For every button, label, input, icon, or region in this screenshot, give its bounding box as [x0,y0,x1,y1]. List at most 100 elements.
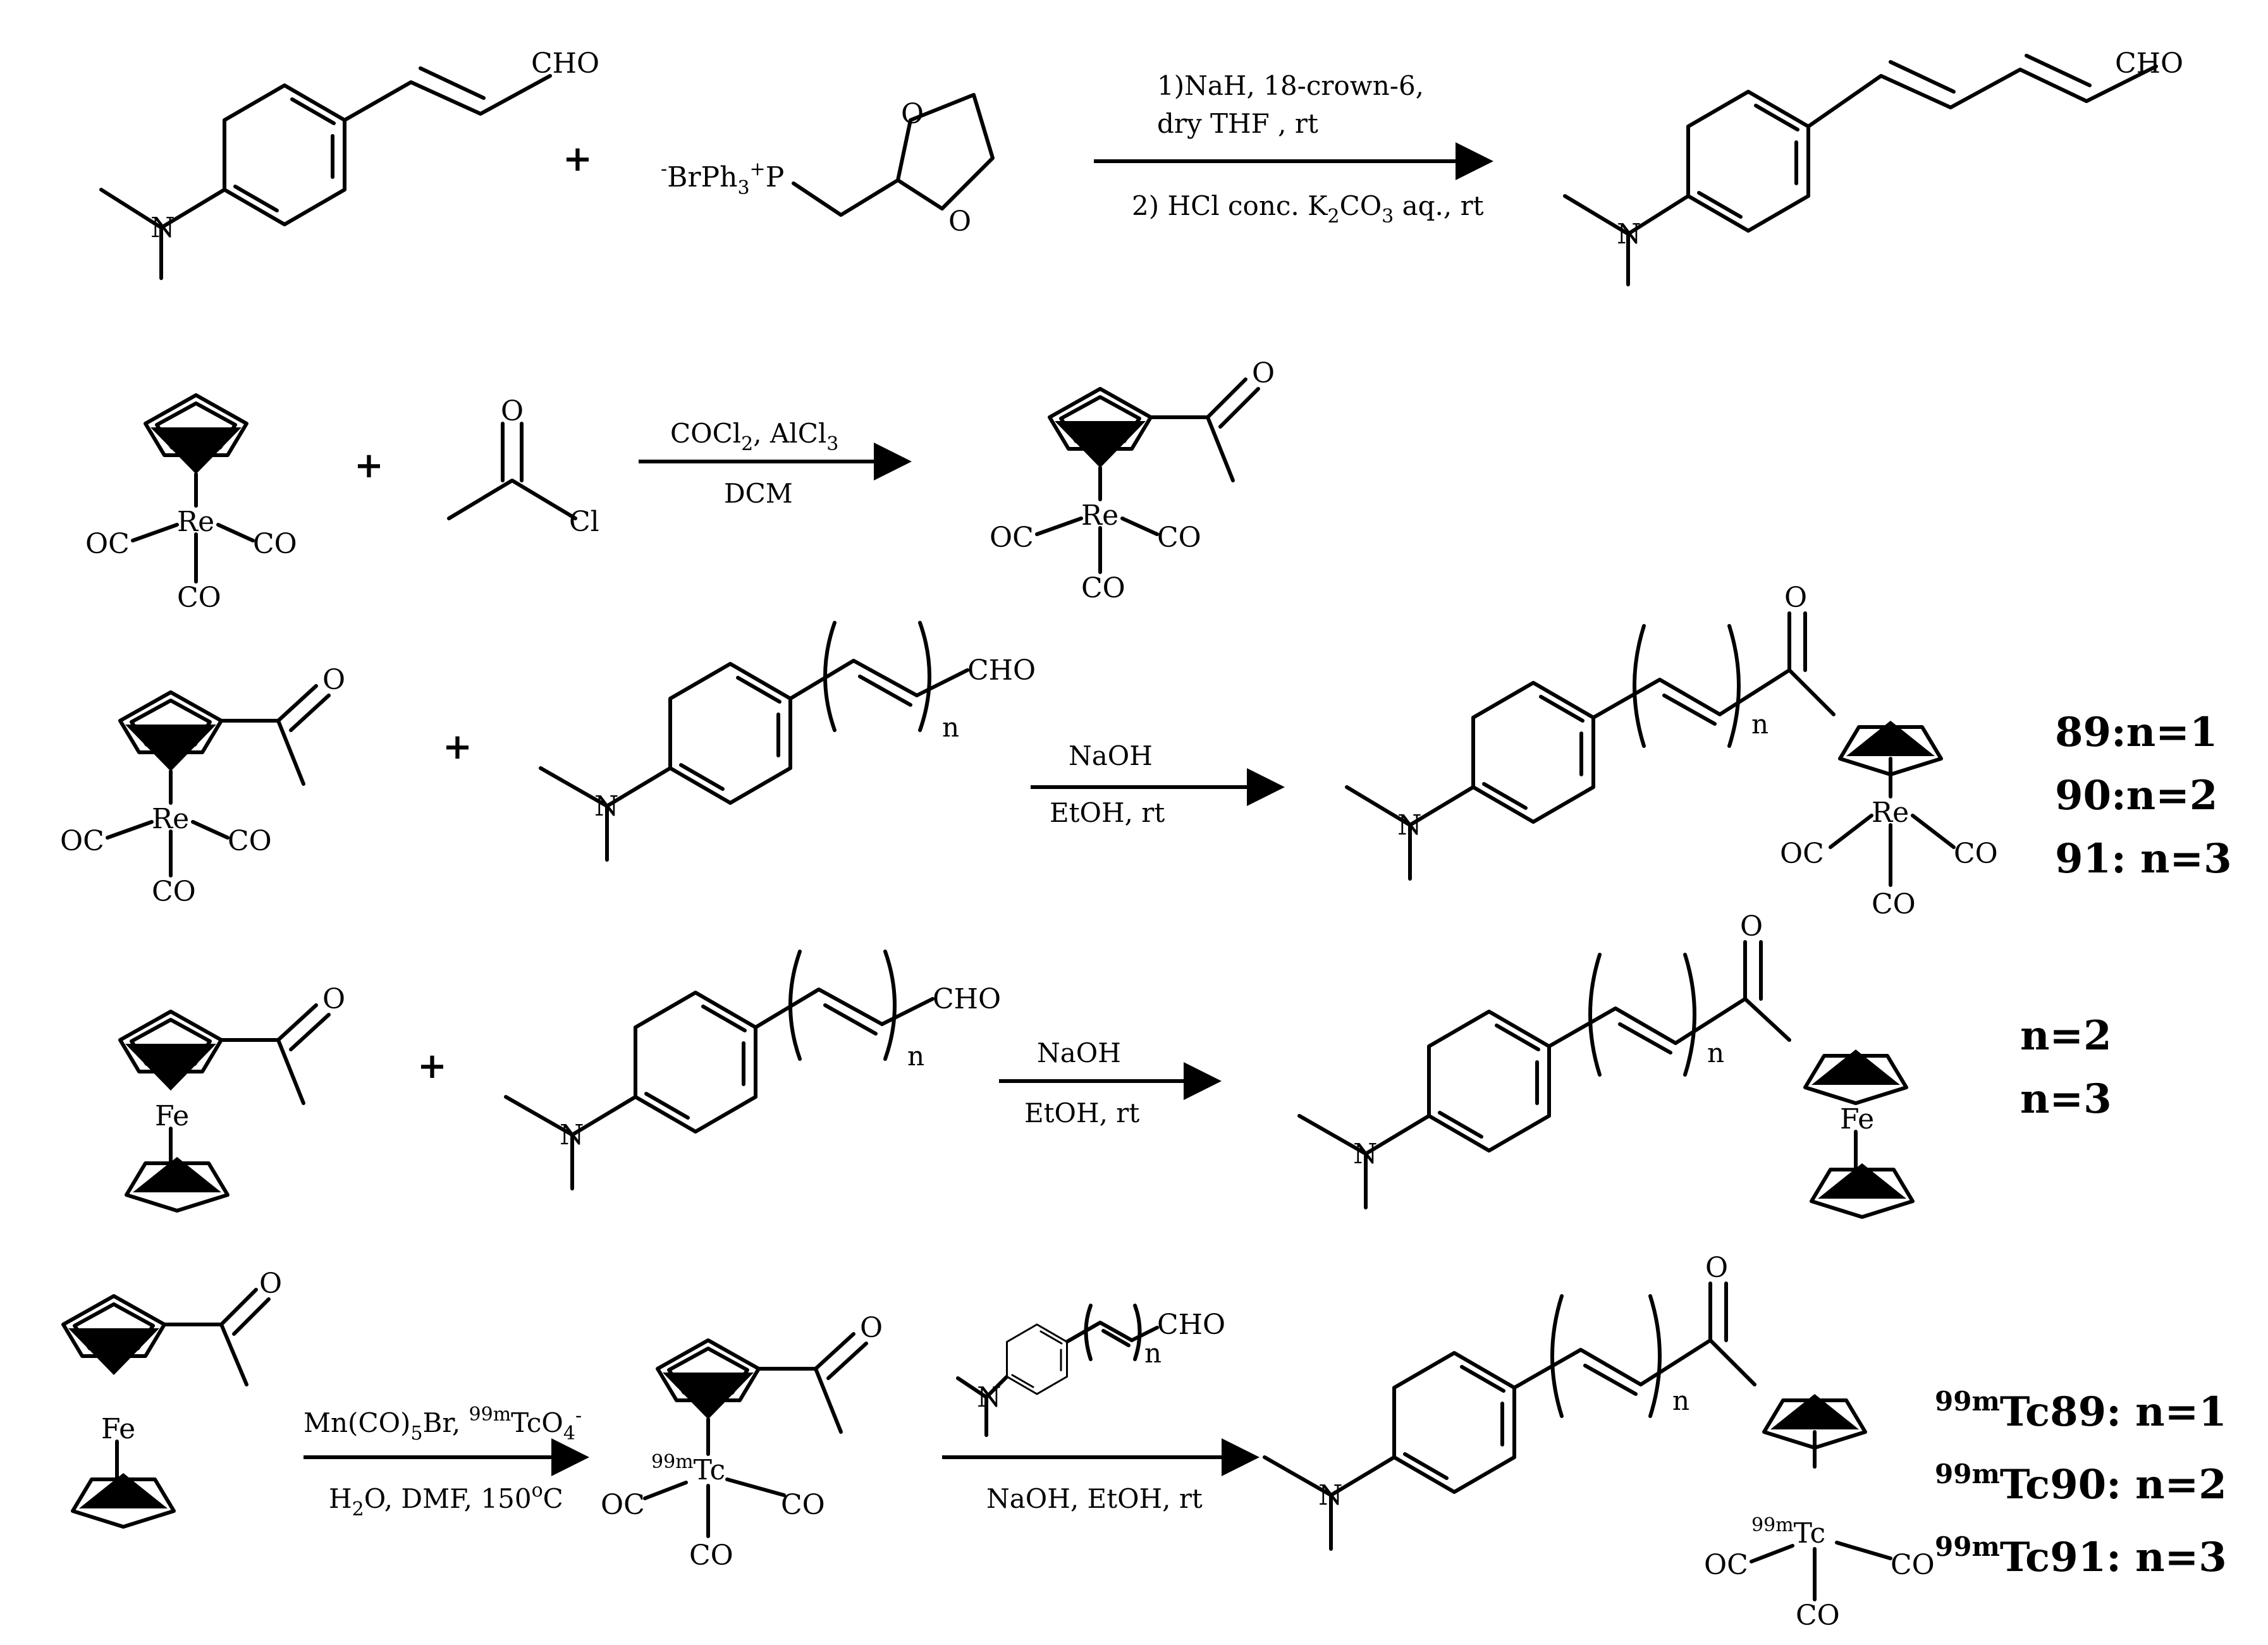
row3-oc: OC [60,825,104,857]
row2-o: O [501,395,524,427]
row3-co-right: CO [228,825,272,857]
row4-o: O [322,983,345,1015]
row5-acetylferrocene: O Fe [63,1268,282,1527]
row4-acetylferrocene: O Fe [120,983,345,1211]
row3-label-91: 91: n=3 [2055,835,2232,883]
row5-reagent-n-sub: n [1144,1338,1162,1369]
row4-prod-n: N [1353,1138,1378,1170]
row1-product-dienal: CHO N [1563,47,2183,286]
row5-cond1-top: Mn(CO)5Br, 99mTcO4- [303,1403,582,1445]
row3-n-sub: n [942,712,959,743]
row5-fe: Fe [101,1413,135,1445]
row1-cond-top-2: dry THF , rt [1157,108,1318,139]
row2-prod-co-right: CO [1157,522,1201,554]
row3-cond-top: NaOH [1069,740,1153,771]
row4-n-atom: N [560,1119,584,1151]
row1-product-n: N [1617,218,1641,250]
row3-label-89: 89:n=1 [2055,709,2217,756]
row5-prod-n-sub: n [1672,1385,1689,1416]
row5-o: O [259,1268,282,1300]
row2-plus: + [354,444,384,486]
row1-arrow: 1)NaH, 18-crown-6, dry THF , rt 2) HCl c… [1094,70,1493,228]
row3-compound-labels: 89:n=1 90:n=2 91: n=3 [2055,709,2232,883]
row4-prod-o: O [1740,910,1763,943]
row3-acetyl-cpre: O Re OC CO CO [60,664,345,908]
row4-product-ferrocene-chalcone: n O Fe N [1297,910,1913,1217]
row4-cond-bottom: EtOH, rt [1024,1098,1139,1128]
row3-prod-co-bottom: CO [1872,888,1916,920]
row3-cho: CHO [967,654,1036,687]
row4-n-sub: n [907,1041,924,1072]
row1-phosphonium-reagent: -BrPh3+P O O [661,93,995,238]
row3-label-90: 90:n=2 [2055,772,2217,819]
row5-prod-oc: OC [1704,1549,1748,1581]
row4-cond-top: NaOH [1037,1037,1121,1068]
row1-ylide: -BrPh3+P [661,158,784,199]
row4-prod-n-sub: n [1707,1037,1724,1068]
row2-oc: OC [85,528,130,560]
row3-cond-bottom: EtOH, rt [1050,797,1165,828]
row2-prod-oc: OC [990,522,1034,554]
row1-o-bottom: O [948,205,971,238]
row1-plus: + [563,138,592,180]
row3-co-bottom: CO [152,876,196,908]
row4-prod-fe: Fe [1840,1103,1874,1135]
row5-prod-co-bottom: CO [1796,1599,1840,1632]
row5-label-tc89: 99mTc89: n=1 [1935,1386,2227,1436]
row2-prod-o: O [1252,357,1275,389]
row1-o-top: O [901,98,924,130]
row2-cl: Cl [569,506,599,538]
row5-reagent-n: N [977,1381,1002,1414]
row3-arrow: NaOH EtOH, rt [1031,740,1285,828]
row2-cond-bottom: DCM [724,478,793,509]
row4-polyenal: CHO n N [504,950,1001,1190]
row5-arrow-2: NaOH, EtOH, rt [942,1438,1260,1514]
row5-int-o: O [860,1312,883,1344]
row1-cond-bottom: 2) HCl conc. K2CO3 aq., rt [1132,190,1484,228]
row4-label-n2: n=2 [2020,1012,2112,1060]
row5-label-tc91: 99mTc91: n=3 [1935,1531,2227,1581]
row3-o: O [322,664,345,696]
row5-cond2-bottom: NaOH, EtOH, rt [986,1483,1203,1514]
row5-prod-co-right: CO [1891,1549,1935,1581]
row5-arrow-1: Mn(CO)5Br, 99mTcO4- H2O, DMF, 150oC [303,1403,589,1520]
row2-product-acetyl-cpre: O Re OC CO CO [990,357,1275,604]
row4-arrow: NaOH EtOH, rt [999,1037,1222,1128]
row5-reagent-polyenal-small: CHO n N [956,1304,1225,1437]
row2-cpre-tricarbonyl: Re OC CO CO [85,395,297,614]
row5-cond1-bottom: H2O, DMF, 150oC [329,1479,563,1520]
row5-intermediate-cptc: O 99mTc OC CO CO [601,1312,883,1572]
row5-prod-tc: 99mTc [1751,1514,1825,1550]
row4-labels: n=2 n=3 [2020,1012,2112,1123]
row3-n-atom: N [594,790,619,822]
row4-fe: Fe [155,1100,189,1132]
row2-co-right: CO [253,528,297,560]
row3-prod-oc: OC [1780,838,1824,870]
row5-prod-n: N [1318,1479,1343,1512]
row5-compound-labels: 99mTc89: n=1 99mTc90: n=2 99mTc91: n=3 [1935,1386,2227,1581]
row5-int-oc: OC [601,1489,645,1521]
row3-prod-o: O [1784,582,1807,614]
row1-product-cho: CHO [2115,47,2183,80]
row3-plus: + [443,726,472,767]
row5-int-co-bottom: CO [689,1539,733,1572]
row4-label-n3: n=3 [2020,1075,2112,1123]
row3-prod-co-right: CO [1954,838,1998,870]
row2-acetyl-chloride: O Cl [447,395,599,538]
row5-int-tc: 99mTc [651,1451,725,1486]
row2-arrow: COCl2, AlCl3 DCM [639,418,912,509]
row1-reactant-aldehyde: CHO N [99,47,599,280]
row2-cond-top: COCl2, AlCl3 [670,418,838,455]
row1-n-atom: N [150,212,175,244]
row5-reagent-cho: CHO [1157,1309,1225,1341]
row3-prod-n: N [1397,809,1422,841]
row5-prod-o: O [1705,1252,1728,1284]
row1-cond-top-1: 1)NaH, 18-crown-6, [1157,70,1424,101]
row5-product-tc-chalcone: n O 99mTc OC CO CO N [1263,1252,1935,1632]
row2-co-bottom: CO [177,582,221,614]
row4-plus: + [417,1045,447,1087]
row1-cho: CHO [531,47,599,80]
row3-polyenal: CHO n N [539,621,1036,862]
row3-prod-n-sub: n [1751,709,1768,740]
